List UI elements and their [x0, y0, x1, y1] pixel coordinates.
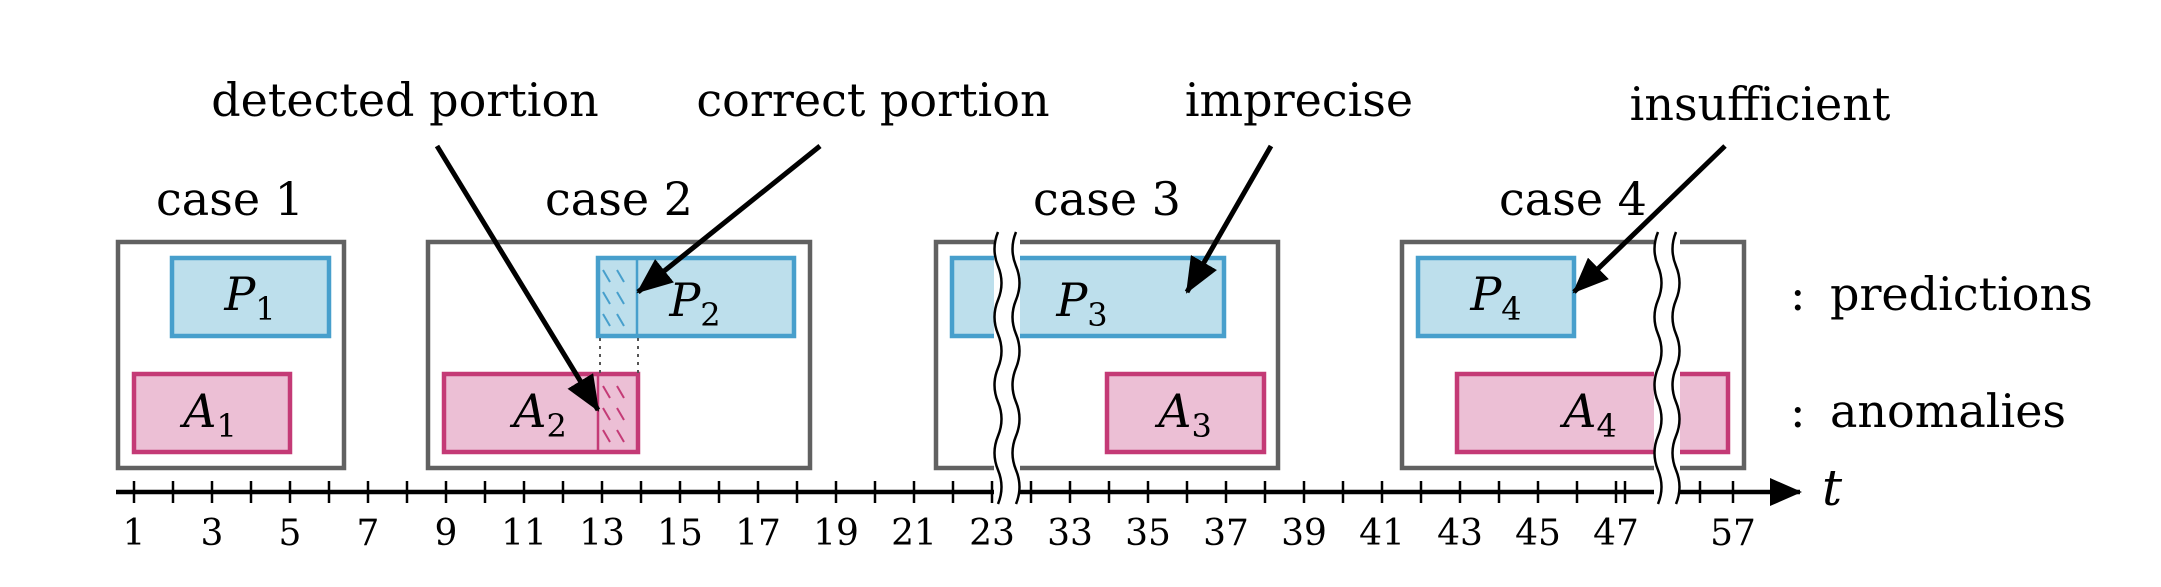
legend-colon-anomalies: :	[1790, 384, 1806, 438]
axis-ticks	[132, 481, 1735, 503]
axis-tick-label: 47	[1593, 513, 1639, 554]
svg-text:A4: A4	[1559, 384, 1617, 445]
prediction-p2-hatched-portion	[602, 269, 625, 327]
axis-tick-label: 19	[813, 513, 859, 554]
axis-tick-label: 41	[1359, 513, 1405, 554]
axis-break-1	[993, 230, 1021, 512]
svg-text:P3: P3	[1055, 273, 1107, 334]
legend-anomalies: anomalies	[1830, 384, 2066, 438]
legend-colon-predictions: :	[1790, 267, 1806, 321]
arrow-insufficient	[1572, 144, 1727, 294]
anomaly-a4-subscript: 4	[1596, 407, 1616, 445]
anomaly-a1	[131, 371, 293, 455]
axis-tick-label: 43	[1437, 513, 1483, 554]
anomaly-a2-label: A	[509, 384, 546, 438]
anomaly-a3	[1104, 371, 1267, 455]
case-1: case 1 P1 A1	[115, 172, 347, 471]
prediction-p1	[169, 255, 332, 339]
legend: : predictions : anomalies	[1790, 267, 2093, 438]
anomaly-a4-label: A	[1559, 384, 1596, 438]
svg-text:P1: P1	[223, 267, 275, 328]
prediction-p4-subscript: 4	[1501, 290, 1521, 328]
anomaly-a3-label: A	[1154, 384, 1191, 438]
axis-break-2	[1653, 230, 1681, 512]
anomaly-a2-hatched-portion	[602, 385, 625, 443]
axis-tick-label: 3	[201, 513, 224, 554]
case-1-title: case 1	[156, 172, 304, 226]
arrow-correct-portion	[636, 144, 822, 294]
case-3-frame	[933, 239, 1281, 471]
axis-tick-label: 37	[1203, 513, 1249, 554]
prediction-p2	[595, 255, 797, 339]
prediction-p4	[1415, 255, 1577, 339]
anomaly-a1-subscript: 1	[216, 407, 236, 445]
axis-tick-label: 21	[891, 513, 937, 554]
axis-tick-label: 33	[1047, 513, 1093, 554]
case-2-title: case 2	[545, 172, 693, 226]
callout-insufficient: insufficient	[1630, 77, 1891, 131]
legend-predictions: predictions	[1830, 267, 2093, 321]
anomaly-a3-subscript: 3	[1191, 407, 1211, 445]
svg-text:P4: P4	[1469, 267, 1521, 328]
arrow-imprecise	[1184, 144, 1274, 294]
case-1-frame	[115, 239, 347, 471]
arrow-detected-portion	[434, 144, 601, 412]
case-4: case 4 P4 A4	[1399, 172, 1747, 471]
axis-tick-label: 17	[735, 513, 781, 554]
svg-text:A1: A1	[179, 384, 237, 445]
axis-tick-label: 45	[1515, 513, 1561, 554]
svg-text:A2: A2	[509, 384, 567, 445]
case-3-title: case 3	[1033, 172, 1181, 226]
case-2: case 2 P2 A2	[425, 172, 813, 471]
prediction-p4-label: P	[1469, 267, 1502, 321]
axis-tick-label: 9	[435, 513, 458, 554]
axis-tick-label: 23	[969, 513, 1015, 554]
case-4-title: case 4	[1499, 172, 1647, 226]
axis-tick-label: 1	[123, 513, 146, 554]
axis-tick-label: 39	[1281, 513, 1327, 554]
axis-tick-label: 13	[579, 513, 625, 554]
prediction-p1-label: P	[223, 267, 256, 321]
anomaly-a4	[1454, 371, 1731, 455]
prediction-p1-subscript: 1	[255, 290, 275, 328]
axis-tick-label: 15	[657, 513, 703, 554]
svg-text:A3: A3	[1154, 384, 1212, 445]
case-2-frame	[425, 239, 813, 471]
axis-tick-label: 57	[1710, 513, 1756, 554]
prediction-p2-label: P	[668, 273, 701, 327]
anomaly-a2-subscript: 2	[546, 407, 566, 445]
axis-tick-label: 5	[279, 513, 302, 554]
callout-correct-portion: correct portion	[696, 73, 1049, 127]
axis-variable-label: t	[1822, 459, 1843, 517]
case-3: case 3 P3 A3	[933, 172, 1281, 471]
prediction-p3-subscript: 3	[1087, 296, 1107, 334]
callout-detected-portion: detected portion	[211, 73, 599, 127]
callouts: detected portion correct portion impreci…	[211, 73, 1891, 412]
anomaly-a1-label: A	[179, 384, 216, 438]
prediction-p2-subscript: 2	[700, 296, 720, 334]
axis-tick-label: 11	[501, 513, 547, 554]
callout-imprecise: imprecise	[1185, 73, 1413, 127]
axis-tick-label: 7	[357, 513, 380, 554]
case-4-frame	[1399, 239, 1747, 471]
prediction-p3-label: P	[1055, 273, 1088, 327]
axis-tick-label: 35	[1125, 513, 1171, 554]
